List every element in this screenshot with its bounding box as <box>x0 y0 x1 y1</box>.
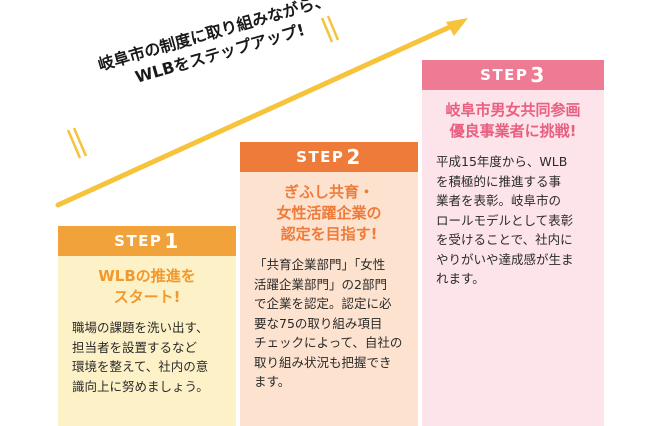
step-2-desc-line: で企業を認定。認定に必 <box>254 296 392 311</box>
step-3-label: STEP <box>480 66 529 84</box>
step-2-desc-line: 要な75の取り組み項目 <box>254 315 383 331</box>
step-1-body: WLBの推進を スタート! 職場の課題を洗い出す、 担当者を設置するなど 環境を… <box>58 256 236 426</box>
slogan-mark-left-2 <box>72 127 88 157</box>
step-2-number: 2 <box>346 145 362 169</box>
step-1-title-line: WLBの推進を <box>98 267 196 285</box>
step-1-card: STEP 1 WLBの推進を スタート! 職場の課題を洗い出す、 担当者を設置す… <box>58 226 236 426</box>
step-2-title-line: 認定を目指す! <box>280 225 378 243</box>
step-3-desc-line: 業者を表彰。岐阜市の <box>436 193 562 208</box>
step-3-desc-line: ロールモデルとして表彰 <box>436 212 574 228</box>
step-1-number: 1 <box>164 229 180 253</box>
step-2-card: STEP 2 ぎふし共育・ 女性活躍企業の 認定を目指す! 「共育企業部門」「女… <box>240 142 418 426</box>
step-1-title: WLBの推進を スタート! <box>72 266 222 308</box>
step-2-title: ぎふし共育・ 女性活躍企業の 認定を目指す! <box>254 182 404 245</box>
step-2-body: ぎふし共育・ 女性活躍企業の 認定を目指す! 「共育企業部門」「女性 活躍企業部… <box>240 172 418 426</box>
step-1-desc-line: 環境を整えて、社内の意 <box>72 359 209 374</box>
step-3-desc-line: 平成15年度から、WLB <box>436 154 568 169</box>
step-1-header: STEP 1 <box>58 226 236 256</box>
step-3-title-line: 岐阜市男女共同参画 <box>445 101 581 119</box>
step-3-desc-line: を受けることで、社内に <box>436 232 573 247</box>
step-1-description: 職場の課題を洗い出す、 担当者を設置するなど 環境を整えて、社内の意 識向上に努… <box>72 318 222 396</box>
step-3-title: 岐阜市男女共同参画 優良事業者に挑戦! <box>436 100 590 142</box>
step-2-desc-line: ます。 <box>254 374 291 389</box>
step-3-desc-line: やりがいや達成感が生ま <box>436 251 574 267</box>
step-3-number: 3 <box>530 63 546 87</box>
step-3-card: STEP 3 岐阜市男女共同参画 優良事業者に挑戦! 平成15年度から、WLB … <box>422 60 604 426</box>
step-2-desc-line: 取り組み状況も把握でき <box>254 354 392 370</box>
step-2-label: STEP <box>296 148 345 166</box>
step-1-label: STEP <box>114 232 163 250</box>
step-2-title-line: ぎふし共育・ <box>283 183 374 201</box>
step-2-desc-line: 「共育企業部門」「女性 <box>254 257 386 272</box>
arrow-head <box>446 18 468 36</box>
step-2-desc-line: チェックによって、自社の <box>254 335 403 350</box>
step-1-title-line: スタート! <box>113 288 181 306</box>
step-3-body: 岐阜市男女共同参画 優良事業者に挑戦! 平成15年度から、WLB を積極的に推進… <box>422 90 604 426</box>
slogan: 岐阜市の制度に取り組みながら、 WLBをステップアップ! <box>86 0 348 100</box>
step-2-header: STEP 2 <box>240 142 418 172</box>
step-2-desc-line: 活躍企業部門」の2部門 <box>254 276 387 292</box>
step-2-title-line: 女性活躍企業の <box>276 204 382 222</box>
step-3-title-line: 優良事業者に挑戦! <box>449 122 577 140</box>
step-3-desc-line: を積極的に推進する事 <box>436 173 562 189</box>
step-1-desc-line: 識向上に努めましょう。 <box>72 378 209 394</box>
step-1-desc-line: 職場の課題を洗い出す、 <box>72 320 209 335</box>
step-1-desc-line: 担当者を設置するなど <box>72 339 198 355</box>
slogan-mark-left-1 <box>66 129 82 159</box>
step-3-header: STEP 3 <box>422 60 604 90</box>
step-2-description: 「共育企業部門」「女性 活躍企業部門」の2部門 で企業を認定。認定に必 要な75… <box>254 255 404 392</box>
step-3-description: 平成15年度から、WLB を積極的に推進する事 業者を表彰。岐阜市の ロールモデ… <box>436 152 590 289</box>
step-3-desc-line: れます。 <box>436 271 485 286</box>
